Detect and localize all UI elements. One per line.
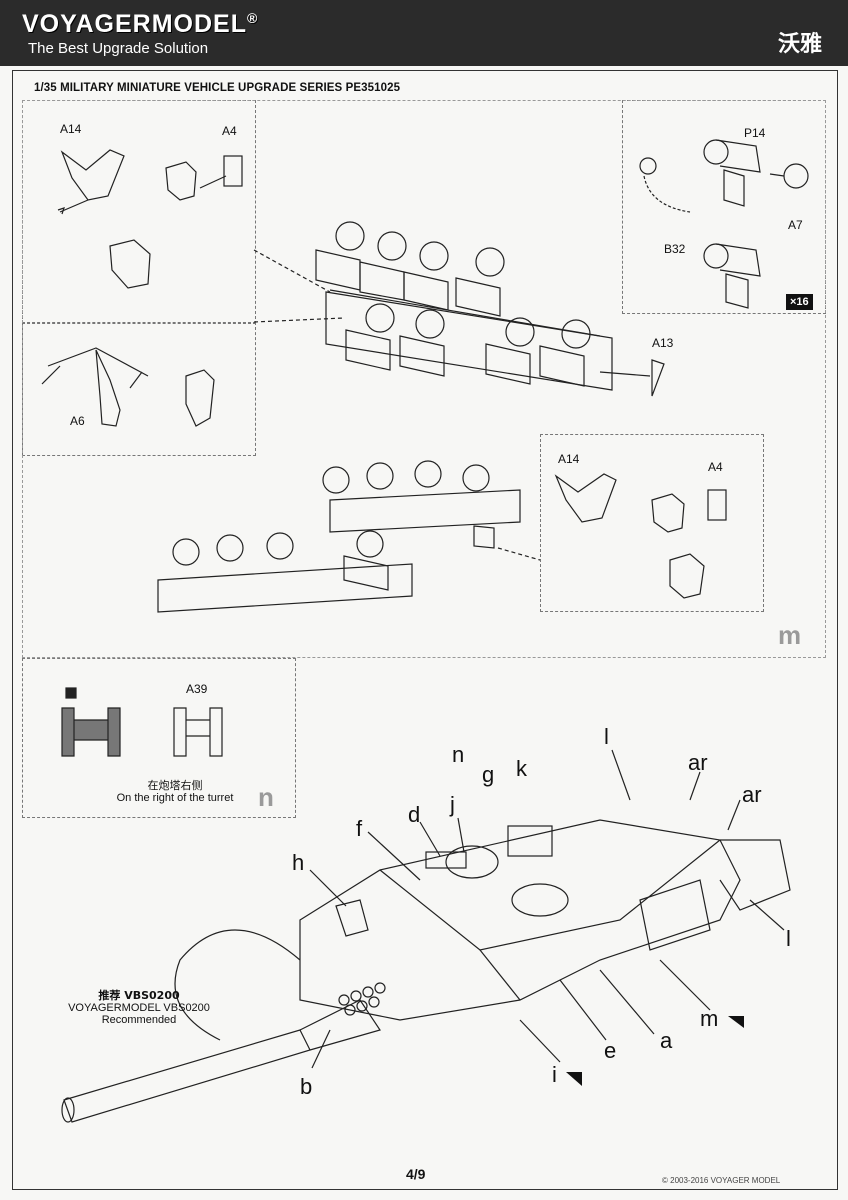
detail-box-lower (540, 434, 764, 612)
page-header: VOYAGERMODEL® The Best Upgrade Solution … (0, 0, 848, 66)
label-a39: A39 (186, 682, 208, 696)
brand-tagline: The Best Upgrade Solution (28, 40, 209, 57)
rack-upper (325, 291, 613, 391)
turret-outline (299, 819, 741, 1021)
callout-k: k (516, 756, 527, 781)
callout-i: i (552, 1062, 557, 1087)
ammo-rack-drawing (338, 982, 386, 1016)
callout-ar-1: ar (688, 750, 708, 775)
brand-chinese: 沃雅 (777, 32, 822, 57)
label-p14: P14 (744, 126, 766, 140)
brand-logo: VOYAGERMODEL® (22, 10, 259, 38)
step-m-box (22, 100, 826, 658)
label-a6: A6 (70, 414, 85, 428)
label-b32: B32 (664, 242, 686, 256)
quantity-badge: ×16 (786, 294, 813, 310)
can-row-1 (315, 221, 505, 317)
part-a39-installed (61, 707, 121, 757)
step-n-label: n (258, 782, 274, 812)
callout-h: h (292, 850, 305, 875)
callout-l-top: l (604, 724, 609, 749)
label-a14: A14 (60, 122, 82, 136)
page-number: 4/9 (406, 1166, 426, 1182)
step-n-box (22, 658, 296, 818)
callout-d: d (408, 802, 421, 827)
callout-a: a (660, 1028, 673, 1053)
part-a39-drawing (173, 707, 223, 757)
part-a14-drawing (60, 149, 125, 201)
note-en: On the right of the turret (116, 792, 234, 804)
copyright: © 2003-2016 VOYAGER MODEL (662, 1176, 781, 1185)
callout-n: n (452, 742, 465, 767)
series-title: 1/35 MILITARY MINIATURE VEHICLE UPGRADE … (34, 82, 401, 94)
barrel-note-en: Recommended (101, 1014, 177, 1026)
content-frame (12, 70, 838, 1190)
callout-m: m (700, 1006, 719, 1031)
step-m-label: m (778, 620, 802, 650)
can-row-2 (345, 303, 591, 387)
callout-ar-2: ar (742, 782, 762, 807)
callout-j: j (450, 792, 455, 817)
note-cn: 在炮塔右侧 (147, 779, 203, 792)
label-a4: A4 (222, 124, 237, 138)
step-n-note: 在炮塔右侧 On the right of the turret (100, 779, 250, 805)
label-lower-a14: A14 (558, 452, 580, 466)
callout-l-right: l (786, 926, 791, 951)
callout-f: f (356, 816, 363, 841)
label-a7: A7 (788, 218, 803, 232)
bracket-drawing (165, 161, 197, 201)
label-a13: A13 (652, 336, 674, 350)
turret-basket (719, 839, 791, 911)
label-lower-a4: A4 (708, 460, 723, 474)
callout-g: g (482, 762, 495, 787)
barrel-note-cn: 推荐 VBS0200 (98, 989, 180, 1002)
part-a4-drawing (223, 155, 243, 187)
gun-barrel (63, 1029, 311, 1123)
part-a6-drawing (47, 347, 149, 377)
rack-lower (157, 563, 413, 613)
callout-b: b (300, 1074, 313, 1099)
barrel-note-brand: VOYAGERMODEL VBS0200 (68, 1002, 210, 1014)
barrel-recommendation: 推荐 VBS0200 VOYAGERMODEL VBS0200 Recommen… (64, 989, 214, 1027)
callout-e: e (604, 1038, 617, 1063)
